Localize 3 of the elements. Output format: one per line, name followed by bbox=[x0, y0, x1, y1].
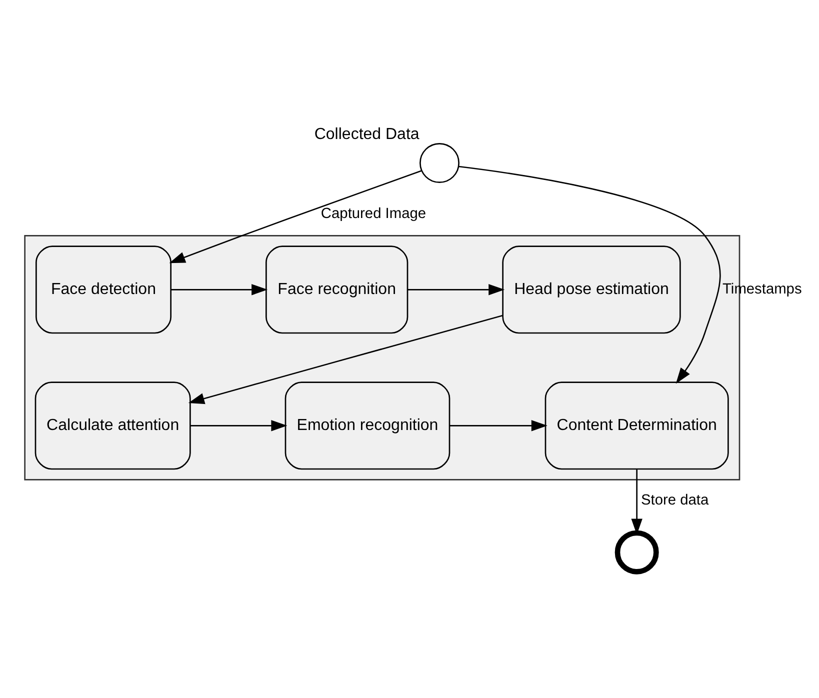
edge-label: Captured Image bbox=[320, 206, 426, 222]
edge-label: Store data bbox=[641, 492, 709, 509]
node-label: Collected Data bbox=[314, 126, 420, 144]
